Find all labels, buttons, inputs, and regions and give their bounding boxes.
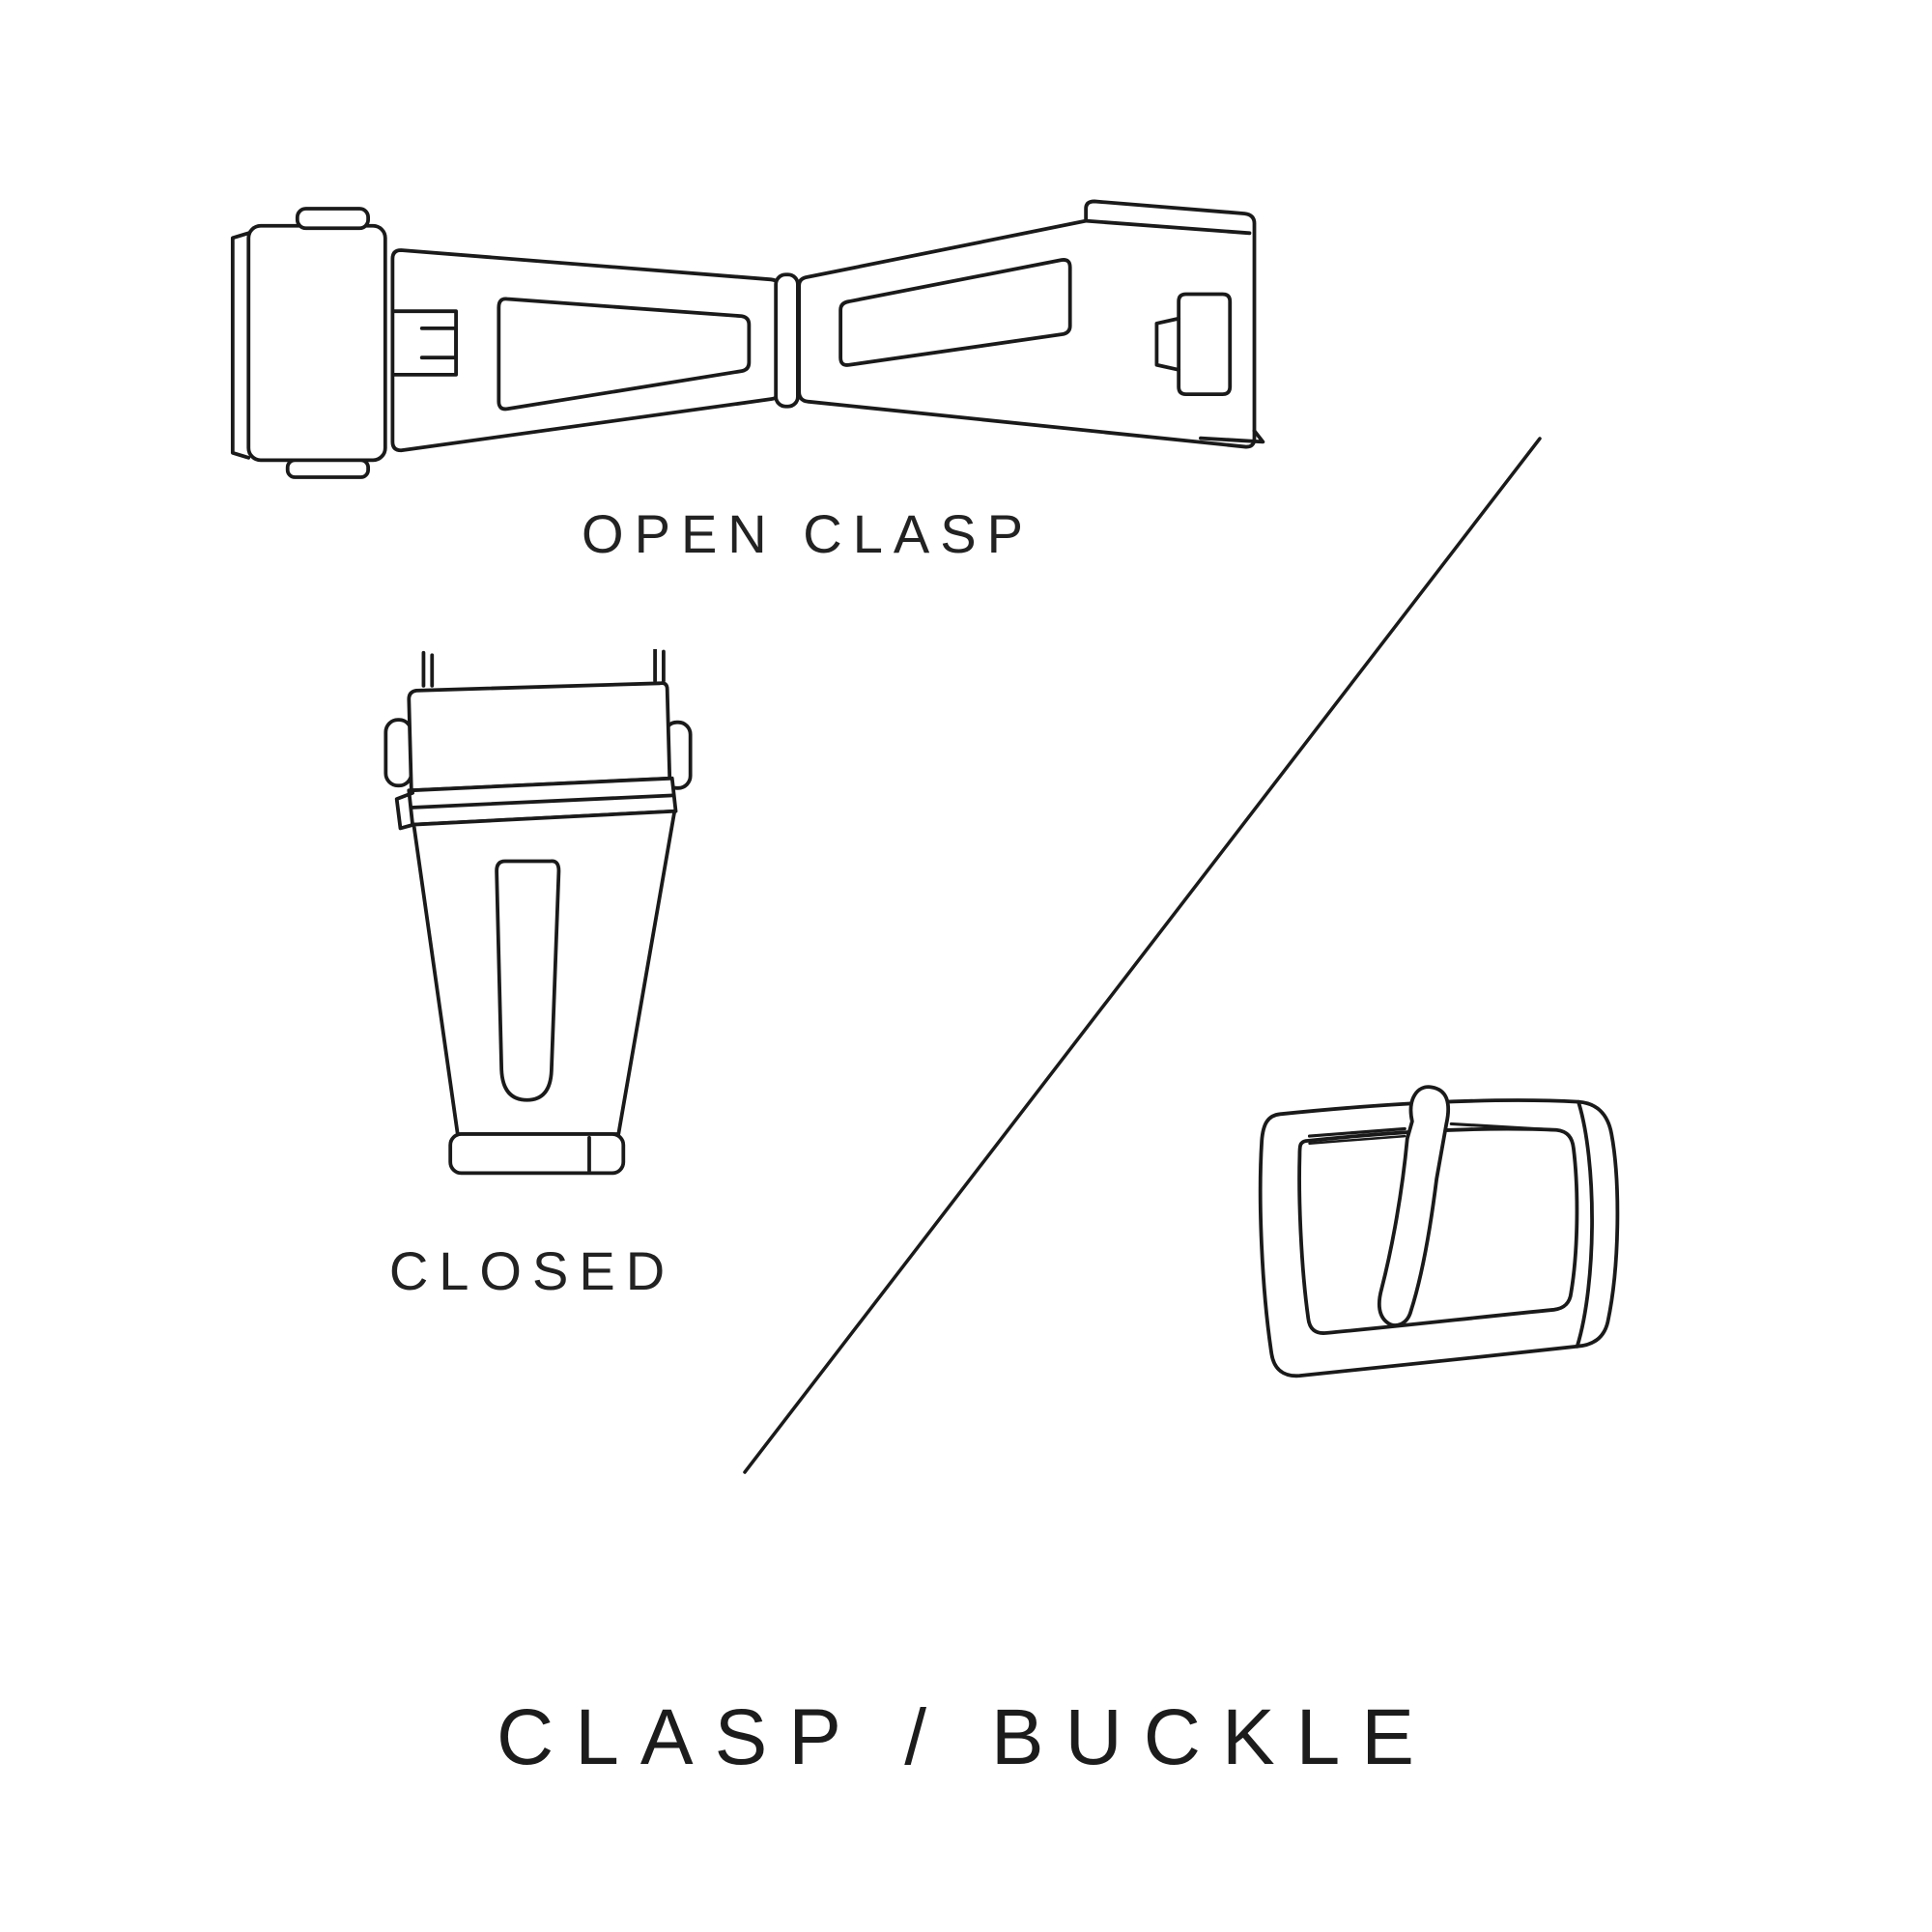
divider-figure [732,423,1555,1486]
open-clasp-illustration [230,199,1265,479]
open-clasp-figure [224,182,1298,499]
buckle-figure [1229,1063,1638,1411]
closed-clasp-figure [380,649,696,1185]
closed-clasp-label: CLOSED [388,1240,676,1301]
tang-buckle-illustration [1258,1085,1620,1378]
closed-clasp-illustration [384,649,693,1176]
diagonal-divider-line [743,437,1542,1474]
open-clasp-label: OPEN CLASP [582,503,1034,564]
page-title: CLASP / BUCKLE [497,1693,1435,1781]
